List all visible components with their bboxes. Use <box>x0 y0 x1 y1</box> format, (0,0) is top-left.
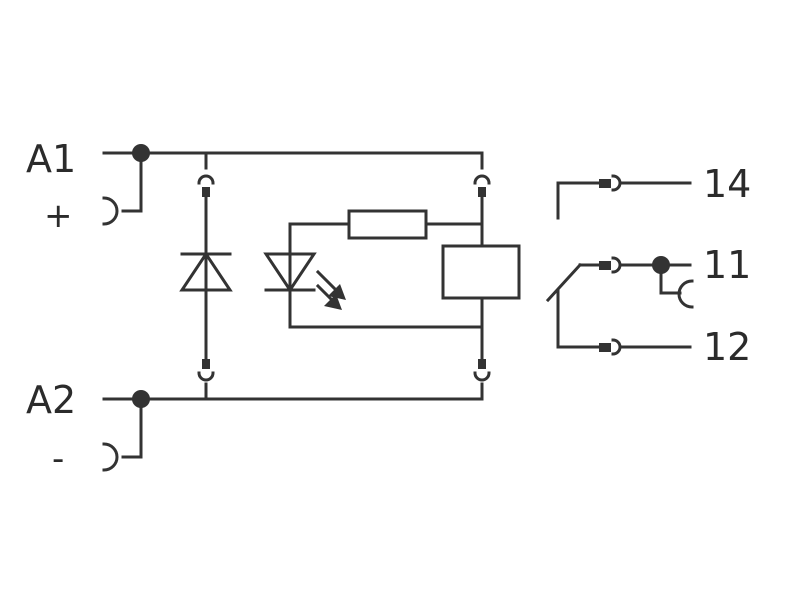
terminal-label-a2: A2 <box>26 378 76 422</box>
diode-icon <box>179 251 233 292</box>
terminal-label-a1: A1 <box>26 137 76 181</box>
plug-connector-a2 <box>102 442 119 472</box>
polarity-label-plus: + <box>44 196 73 236</box>
plug-socket-top-left <box>197 174 215 185</box>
a2-rail <box>102 390 484 472</box>
a1-rail <box>102 144 484 226</box>
terminal-label-11: 11 <box>703 243 751 287</box>
relay-coil-icon <box>441 244 521 300</box>
plug-socket-bottom-right <box>473 371 491 382</box>
plug-socket-top-right <box>473 174 491 185</box>
terminal-label-14: 14 <box>703 162 751 206</box>
coil-branch <box>441 151 521 401</box>
terminal-label-12: 12 <box>703 325 751 369</box>
diode-branch <box>179 151 233 401</box>
resistor-icon <box>347 209 428 240</box>
polarity-label-minus: - <box>52 439 64 479</box>
plug-connector-11 <box>677 279 694 309</box>
changeover-contact <box>545 174 694 356</box>
plug-socket-bottom-left <box>197 371 215 382</box>
led-branch <box>263 209 484 329</box>
contact-blade-icon <box>545 262 583 303</box>
led-icon <box>263 252 346 310</box>
plug-connector-a1 <box>102 196 119 226</box>
